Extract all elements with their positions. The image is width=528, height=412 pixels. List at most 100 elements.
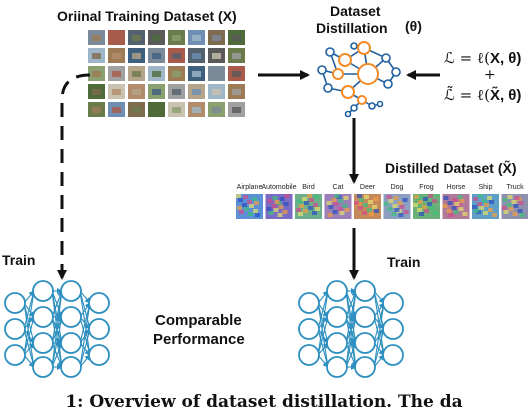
distilled-noise-patch bbox=[237, 206, 242, 210]
original-image-object bbox=[132, 107, 141, 113]
original-image-object bbox=[192, 71, 201, 77]
distilled-noise-patch bbox=[515, 196, 520, 200]
distilled-noise-patch bbox=[447, 209, 452, 213]
distilled-noise-patch bbox=[274, 208, 279, 212]
distilled-noise-patch bbox=[304, 201, 309, 205]
distilled-noise-patch bbox=[489, 200, 494, 204]
distilled-noise-patch bbox=[392, 212, 397, 216]
distilled-noise-patch bbox=[252, 197, 257, 201]
distilled-class-label: Dog bbox=[391, 184, 404, 191]
distilled-noise-patch bbox=[384, 202, 389, 206]
network-node bbox=[33, 281, 53, 301]
original-image-object bbox=[232, 53, 241, 59]
network-node bbox=[327, 281, 347, 301]
distilled-class-label: Deer bbox=[360, 184, 375, 191]
network-node bbox=[61, 307, 81, 327]
distilled-noise-patch bbox=[344, 196, 349, 200]
figure-caption: 1: Overview of dataset distillation. The… bbox=[0, 392, 528, 412]
distilled-noise-patch bbox=[249, 204, 254, 208]
distilled-noise-patch bbox=[373, 197, 378, 201]
distilled-class-label: Horse bbox=[447, 184, 466, 191]
original-image-object bbox=[152, 71, 161, 77]
distilled-noise-patch bbox=[345, 208, 350, 212]
distilled-noise-patch bbox=[393, 204, 398, 208]
right-neural-network-icon bbox=[299, 281, 403, 377]
original-image-object bbox=[232, 107, 241, 113]
distilled-noise-patch bbox=[507, 203, 512, 207]
original-image-object bbox=[92, 89, 101, 95]
distilled-noise-patch bbox=[519, 201, 524, 205]
left-neural-network-icon bbox=[5, 281, 109, 377]
original-image-object bbox=[192, 107, 201, 113]
original-image-object bbox=[192, 89, 201, 95]
network-node bbox=[5, 345, 25, 365]
distilled-noise-patch bbox=[280, 197, 285, 201]
distilled-noise-patch bbox=[387, 195, 392, 199]
distilled-noise-patch bbox=[453, 198, 458, 202]
distilled-noise-patch bbox=[479, 206, 484, 210]
distilled-noise-patch bbox=[308, 206, 313, 210]
distilled-noise-patch bbox=[275, 200, 280, 204]
distilled-noise-patch bbox=[422, 205, 427, 209]
original-image-object bbox=[92, 35, 101, 41]
original-image-object bbox=[132, 71, 141, 77]
distilled-noise-patch bbox=[299, 204, 304, 208]
distilled-class-label: Cat bbox=[333, 184, 344, 191]
loss-original: ℒ = ℓ(X, θ) bbox=[444, 49, 521, 68]
distilled-noise-patch bbox=[429, 206, 434, 210]
distilled-noise-patch bbox=[449, 213, 454, 217]
distilled-noise-patch bbox=[399, 213, 404, 217]
original-image-object bbox=[152, 89, 161, 95]
distilled-noise-patch bbox=[255, 213, 260, 217]
network-node bbox=[33, 307, 53, 327]
original-image-object bbox=[232, 35, 241, 41]
original-image-object bbox=[212, 71, 221, 77]
distilled-noise-patch bbox=[419, 212, 424, 216]
distilled-noise-patch bbox=[332, 198, 337, 202]
network-node bbox=[5, 293, 25, 313]
network-node bbox=[89, 319, 109, 339]
distilled-noise-patch bbox=[369, 212, 374, 216]
distilled-noise-patch bbox=[354, 201, 359, 205]
distilled-noise-patch bbox=[423, 197, 428, 201]
distilled-noise-patch bbox=[444, 196, 449, 200]
network-node bbox=[5, 319, 25, 339]
network-node bbox=[89, 293, 109, 313]
distilled-noise-patch bbox=[296, 208, 301, 212]
network-node bbox=[33, 357, 53, 377]
original-image-object bbox=[152, 35, 161, 41]
loss-distilled-args: X̃, θ bbox=[490, 87, 516, 104]
distilled-noise-patch bbox=[414, 195, 419, 199]
loss-original-lhs: ℒ = ℓ( bbox=[444, 49, 490, 67]
distilled-noise-patch bbox=[333, 210, 338, 214]
distilled-noise-patch bbox=[459, 207, 464, 211]
distilled-noise-patch bbox=[404, 210, 409, 214]
original-image-object bbox=[132, 35, 141, 41]
train-label-right: Train bbox=[387, 254, 420, 270]
distilled-noise-patch bbox=[283, 210, 288, 214]
distilled-noise-patch bbox=[492, 213, 497, 217]
distilled-noise-patch bbox=[508, 195, 513, 199]
distilled-noise-patch bbox=[403, 198, 408, 202]
distilled-noise-patch bbox=[389, 199, 394, 203]
distilled-noise-patch bbox=[242, 203, 247, 207]
distilled-class-label: Bird bbox=[302, 184, 314, 191]
distilled-noise-patch bbox=[339, 199, 344, 203]
distilled-noise-patch bbox=[334, 202, 339, 206]
original-image-object bbox=[92, 53, 101, 59]
distilled-noise-patch bbox=[454, 210, 459, 214]
distilled-noise-patch bbox=[418, 200, 423, 204]
distilled-noise-patch bbox=[238, 198, 243, 202]
original-dataset-grid bbox=[88, 30, 245, 117]
distilled-noise-patch bbox=[432, 199, 437, 203]
plus-sign: + bbox=[484, 67, 496, 83]
network-node bbox=[299, 319, 319, 339]
original-image-object bbox=[172, 107, 181, 113]
distilled-noise-patch bbox=[236, 194, 241, 198]
original-image-object bbox=[232, 71, 241, 77]
distilled-noise-patch bbox=[424, 209, 429, 213]
distilled-noise-patch bbox=[488, 208, 493, 212]
network-node bbox=[383, 293, 403, 313]
network-node bbox=[61, 281, 81, 301]
original-image-object bbox=[212, 53, 221, 59]
